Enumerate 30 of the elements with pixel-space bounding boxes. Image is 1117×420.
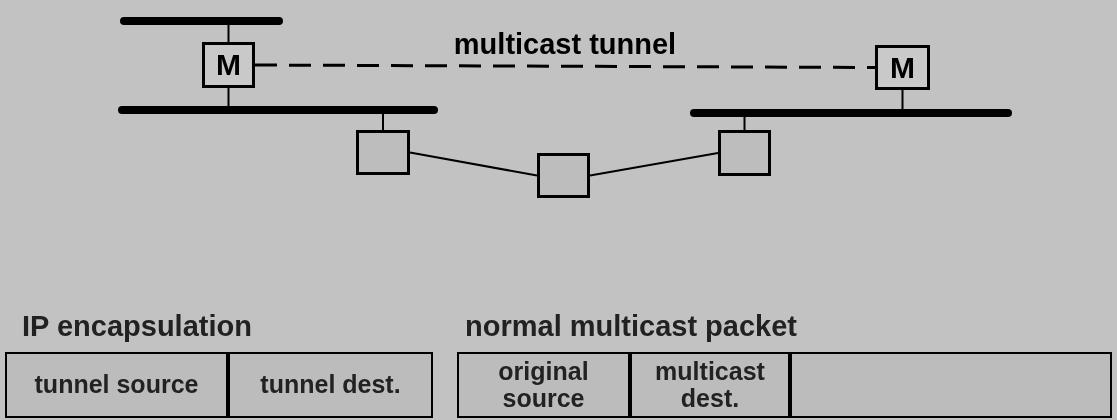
connector-line bbox=[227, 87, 230, 107]
router-box bbox=[202, 42, 255, 88]
router-box bbox=[718, 130, 771, 176]
field-label: original source bbox=[497, 357, 590, 413]
router-letter: M bbox=[890, 52, 915, 83]
router-box bbox=[537, 153, 590, 198]
router-box bbox=[356, 130, 410, 175]
packet-field-cell bbox=[228, 352, 433, 418]
connector-line bbox=[409, 151, 538, 177]
packet-field-cell bbox=[457, 352, 630, 418]
edge-label: multicast tunnel bbox=[453, 30, 677, 60]
section-heading: normal multicast packet bbox=[465, 312, 797, 341]
connector-line bbox=[227, 24, 230, 43]
field-label: tunnel dest. bbox=[259, 371, 402, 399]
connector-line bbox=[901, 89, 904, 110]
field-label: tunnel source bbox=[33, 371, 200, 399]
network-segment-bar bbox=[120, 17, 283, 25]
network-segment-bar bbox=[118, 106, 438, 114]
router-box bbox=[875, 45, 930, 90]
connector-line bbox=[382, 113, 384, 131]
field-label: multicast dest. bbox=[654, 357, 766, 413]
section-heading: IP encapsulation bbox=[22, 312, 252, 341]
connector-line bbox=[589, 152, 719, 177]
packet-field-cell bbox=[790, 352, 1112, 418]
dashed-tunnel-line bbox=[255, 63, 875, 69]
network-segment-bar bbox=[690, 109, 1012, 117]
router-letter: M bbox=[216, 50, 241, 80]
connector-line bbox=[743, 116, 746, 131]
packet-field-cell bbox=[630, 352, 790, 418]
packet-field-cell bbox=[5, 352, 228, 418]
